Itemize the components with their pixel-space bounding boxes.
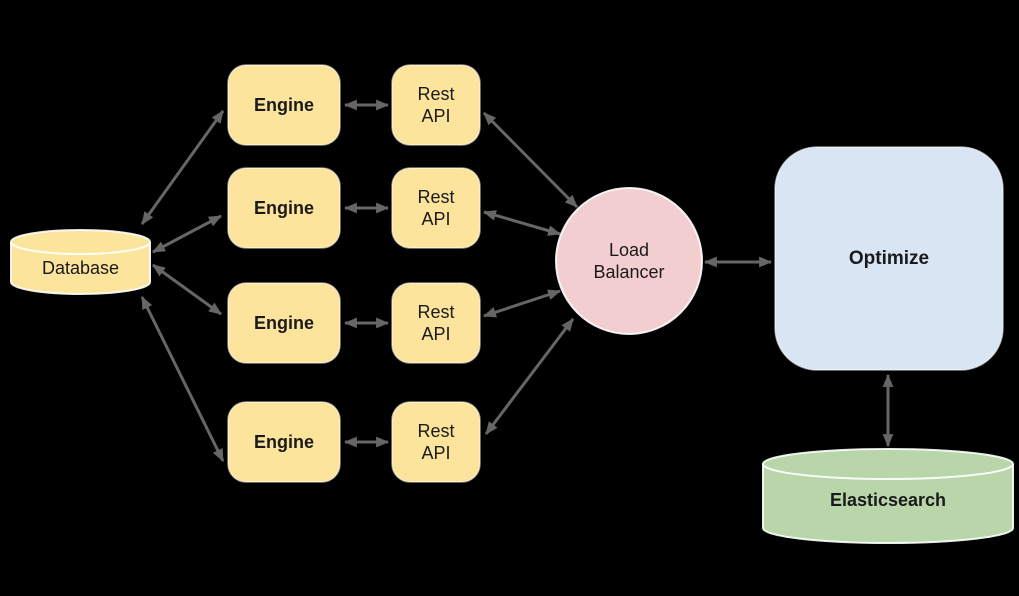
elasticsearch-cylinder-rim [762,463,1014,480]
database-cylinder-shape [10,229,151,295]
loadbalancer-circle [555,187,703,335]
arrow-restapi-3-loadbalancer [482,289,562,318]
engine-3-box [227,282,341,364]
restapi-1-box [391,64,481,146]
arrow-database-engine-2 [152,214,222,254]
engine-2-box [227,167,341,249]
arrow-restapi-2-loadbalancer [482,210,562,236]
engine-1-box [227,64,341,146]
restapi-4-box [391,401,481,483]
arrow-database-engine-1 [140,110,225,225]
arrow-restapi-1-loadbalancer [482,111,579,209]
database-cylinder-rim [10,241,151,255]
arrow-restapi-4-loadbalancer [484,318,575,435]
elasticsearch-cylinder-shape [762,448,1014,544]
arrow-database-engine-3 [152,263,222,316]
restapi-3-box [391,282,481,364]
arrow-database-engine-4 [140,296,225,462]
restapi-2-box [391,167,481,249]
engine-4-box [227,401,341,483]
optimize-box [774,146,1004,371]
